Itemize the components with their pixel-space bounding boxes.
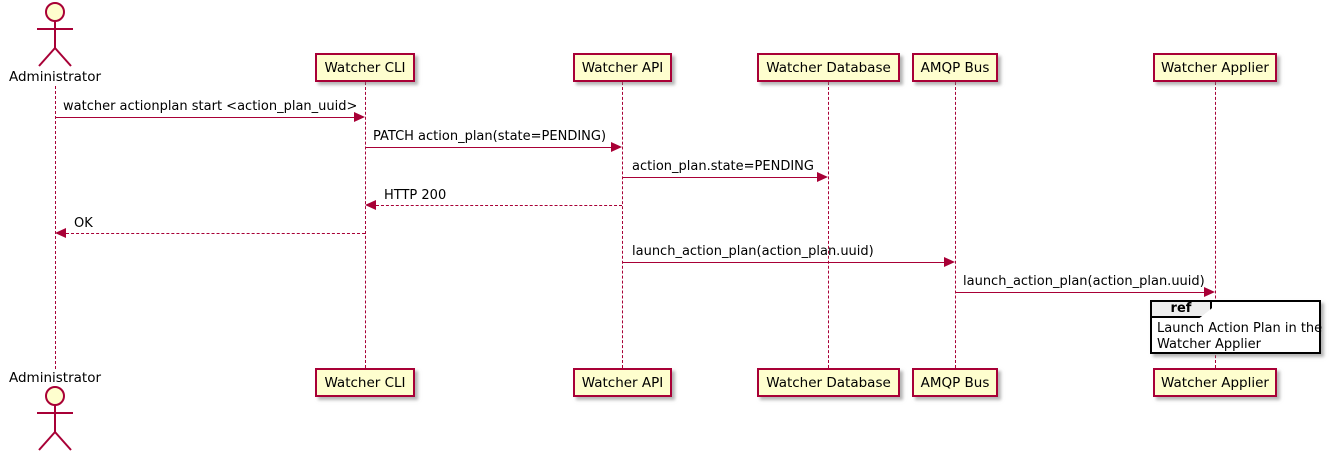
- message-arrowhead-2: [611, 142, 622, 152]
- message-label-7: launch_action_plan(action_plan.uuid): [963, 274, 1205, 289]
- participant-top-watcher-database: Watcher Database: [757, 53, 900, 82]
- message-label-2: PATCH action_plan(state=PENDING): [373, 129, 607, 144]
- ref-text-line1: Launch Action Plan in the: [1157, 321, 1323, 336]
- message-arrowhead-5: [55, 228, 66, 238]
- lifeline-amqp-bus: [955, 82, 956, 368]
- message-line-1: [55, 117, 355, 118]
- message-line-3: [622, 177, 818, 178]
- participant-bottom-watcher-applier: Watcher Applier: [1153, 368, 1277, 397]
- message-label-3: action_plan.state=PENDING: [632, 159, 814, 174]
- message-label-4: HTTP 200: [384, 188, 447, 203]
- participant-top-watcher-cli: Watcher CLI: [315, 53, 415, 82]
- message-line-6: [622, 262, 945, 263]
- actor-label-bottom: Administrator: [8, 370, 102, 386]
- message-arrowhead-6: [944, 257, 955, 267]
- ref-text-line2: Watcher Applier: [1157, 337, 1261, 352]
- lifeline-watcher-database: [828, 82, 829, 368]
- participant-bottom-watcher-database: Watcher Database: [757, 368, 900, 397]
- lifeline-watcher-cli: [365, 82, 366, 368]
- participant-bottom-watcher-cli: Watcher CLI: [315, 368, 415, 397]
- message-label-1: watcher actionplan start <action_plan_uu…: [63, 99, 358, 114]
- message-line-4: [376, 205, 622, 206]
- participant-bottom-amqp-bus: AMQP Bus: [912, 368, 998, 397]
- message-line-5: [66, 233, 365, 234]
- message-arrowhead-1: [354, 112, 365, 122]
- lifeline-watcher-api: [622, 82, 623, 368]
- message-label-5: OK: [74, 216, 93, 231]
- actor-icon-top: [37, 2, 73, 67]
- participant-top-watcher-api: Watcher API: [573, 53, 672, 82]
- message-arrowhead-7: [1204, 287, 1215, 297]
- participant-bottom-watcher-api: Watcher API: [573, 368, 672, 397]
- message-arrowhead-3: [817, 172, 828, 182]
- participant-top-watcher-applier: Watcher Applier: [1153, 53, 1277, 82]
- message-line-2: [365, 147, 612, 148]
- ref-keyword-tab: ref: [1150, 300, 1212, 318]
- lifeline-administrator: [55, 86, 56, 369]
- message-label-6: launch_action_plan(action_plan.uuid): [632, 244, 874, 259]
- lifeline-watcher-applier: [1215, 82, 1216, 368]
- message-arrowhead-4: [365, 200, 376, 210]
- ref-text: Launch Action Plan in the Watcher Applie…: [1157, 321, 1322, 353]
- participant-top-amqp-bus: AMQP Bus: [912, 53, 998, 82]
- ref-frame: ref Launch Action Plan in the Watcher Ap…: [1150, 300, 1322, 354]
- actor-label-top: Administrator: [8, 69, 102, 85]
- message-line-7: [955, 292, 1205, 293]
- actor-icon-bottom: [37, 386, 73, 451]
